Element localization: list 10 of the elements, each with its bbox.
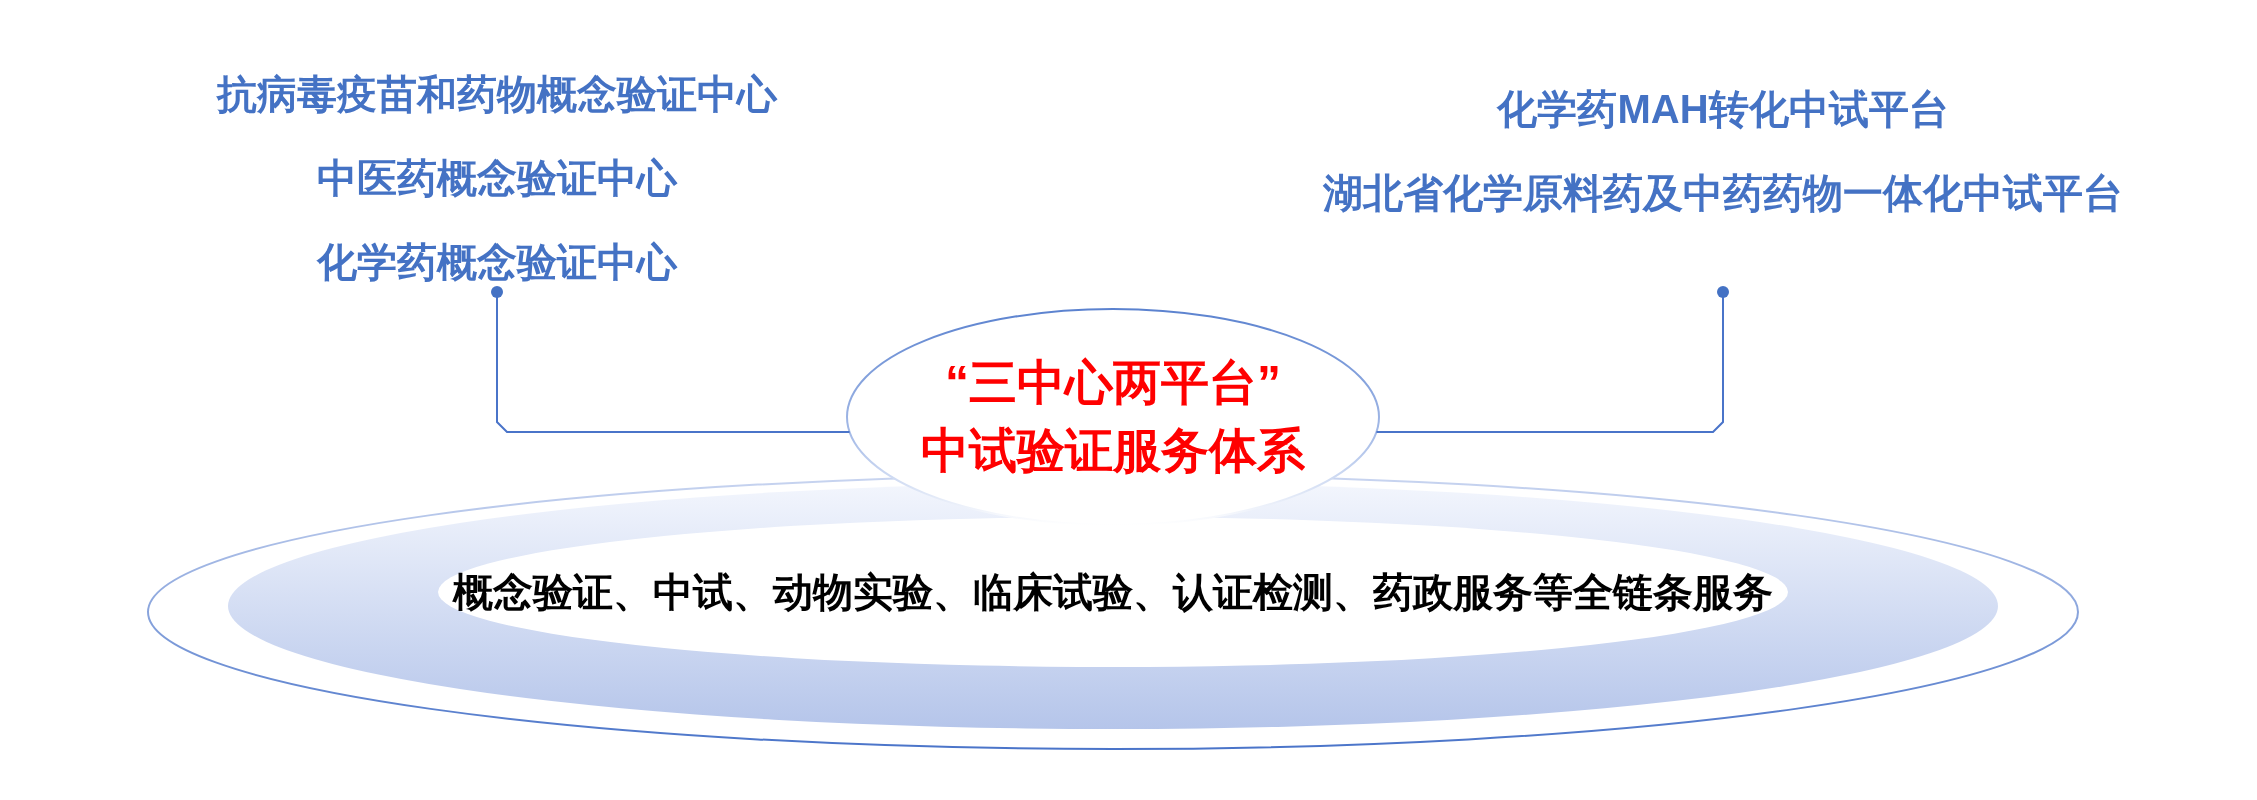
item-label: 抗病毒疫苗和药物概念验证中心	[217, 71, 777, 118]
title-text: 中试验证服务体系	[921, 423, 1305, 479]
title-text: “三中心两平台”	[945, 355, 1281, 412]
connector-line	[491, 286, 851, 433]
item-label: 中医药概念验证中心	[317, 155, 677, 202]
item-label: 化学药概念验证中心	[317, 239, 677, 286]
item-label: 化学药MAH转化中试平台	[1497, 86, 1949, 133]
service-text: 概念验证、中试、动物实验、临床试验、认证检测、药政服务等全链条服务	[453, 569, 1773, 616]
item-label: 湖北省化学原料药及中药药物一体化中试平台	[1323, 170, 2123, 217]
connector-line	[1375, 286, 1729, 433]
